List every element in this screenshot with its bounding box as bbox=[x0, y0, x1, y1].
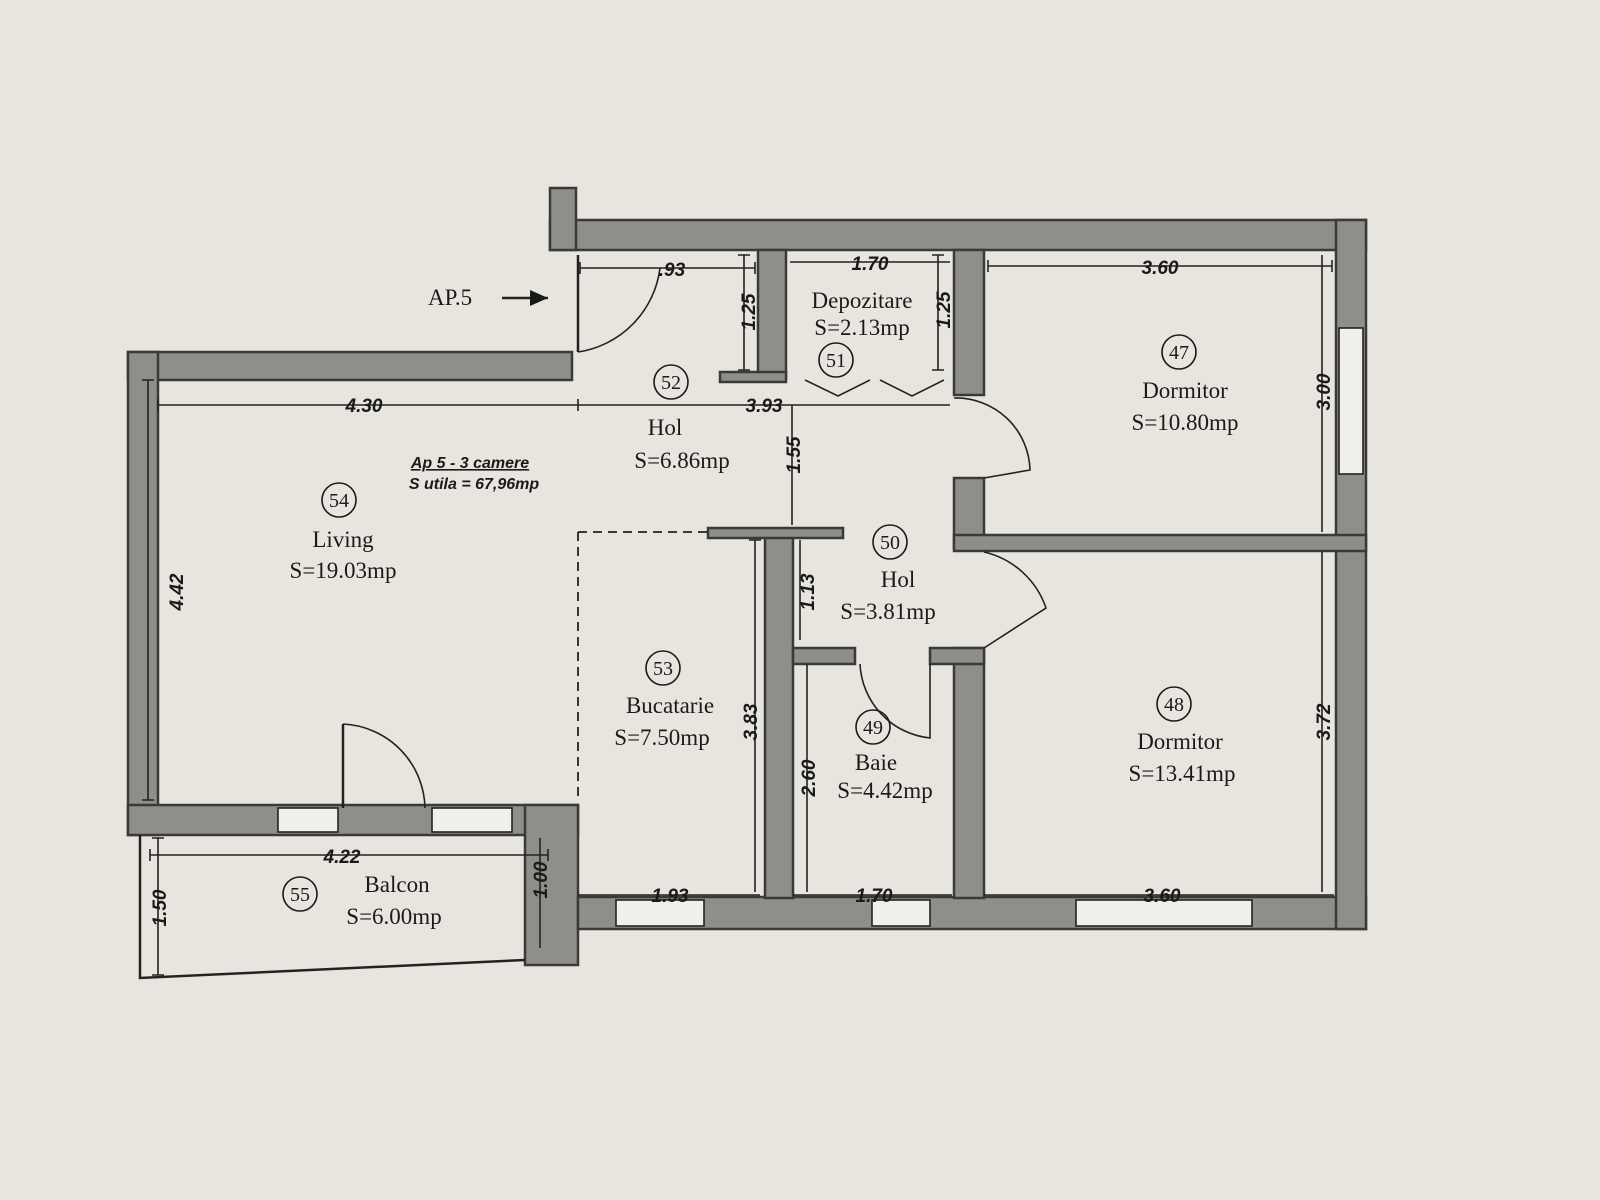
room-area-53: S=7.50mp bbox=[614, 725, 709, 750]
dim-bed48-height: 3.72 bbox=[1314, 703, 1335, 740]
wall-bath-top bbox=[791, 646, 857, 666]
dim-storage-height: 1.25 bbox=[934, 291, 955, 328]
room-marker-50 bbox=[872, 524, 908, 560]
room-area-51: S=2.13mp bbox=[814, 315, 909, 340]
wall-between-bedrooms bbox=[952, 533, 1368, 553]
room-marker-48 bbox=[1156, 686, 1192, 722]
dim-kitchen-height: 3.83 bbox=[741, 703, 762, 740]
wall-storage-ledge bbox=[718, 370, 788, 384]
dim-bath-height: 2.60 bbox=[799, 759, 820, 797]
room-area-49: S=4.42mp bbox=[837, 778, 932, 803]
room-area-48: S=13.41mp bbox=[1129, 761, 1236, 786]
window-living-1 bbox=[277, 807, 339, 833]
dim-balcony-width: 4.22 bbox=[323, 847, 361, 868]
room-number-51: 51 bbox=[826, 350, 846, 372]
entrance-arrow-icon bbox=[530, 290, 548, 306]
door-entrance-swing bbox=[577, 267, 661, 353]
wall-living-top bbox=[126, 350, 574, 382]
room-area-52: S=6.86mp bbox=[634, 448, 729, 473]
room-marker-51 bbox=[818, 342, 854, 378]
room-marker-52 bbox=[653, 364, 689, 400]
dim-hol50-height: 1.13 bbox=[798, 573, 819, 610]
dim-kitchen-width: 1.93 bbox=[652, 886, 689, 907]
windows bbox=[277, 327, 1364, 927]
wall-kitchen-top bbox=[706, 526, 845, 540]
room-number-55: 55 bbox=[290, 884, 310, 906]
balcony-outline bbox=[138, 835, 526, 980]
wall-entry-stub bbox=[548, 186, 578, 252]
wall-left bbox=[126, 350, 160, 837]
door-bed48 bbox=[983, 551, 1047, 649]
dimension-lines bbox=[142, 254, 1334, 976]
kitchen-open-boundary bbox=[577, 531, 708, 798]
room-number-49: 49 bbox=[863, 717, 883, 739]
wall-kitchen-right bbox=[763, 530, 795, 900]
entrance-label: AP.5 bbox=[428, 285, 472, 310]
dim-bed47-width: 3.60 bbox=[1142, 258, 1179, 279]
room-name-50: Hol bbox=[881, 567, 916, 592]
door-bath bbox=[859, 663, 931, 739]
room-area-47: S=10.80mp bbox=[1132, 410, 1239, 435]
dim-balcony-depth: 1.50 bbox=[150, 889, 171, 926]
dim-hol52-top-height: 1.25 bbox=[739, 293, 760, 330]
room-area-54: S=19.03mp bbox=[290, 558, 397, 583]
room-marker-54 bbox=[321, 482, 357, 518]
apartment-usable-area: S utila = 67,96mp bbox=[409, 476, 540, 493]
dimension-labels: .93 1.25 1.70 1.25 3.60 3.00 4.30 3.93 1… bbox=[150, 254, 1335, 926]
room-name-48: Dormitor bbox=[1137, 729, 1223, 754]
room-name-55: Balcon bbox=[364, 872, 430, 897]
wall-pillar bbox=[523, 803, 580, 967]
dim-bath-width: 1.70 bbox=[856, 886, 893, 907]
room-number-54: 54 bbox=[329, 490, 349, 512]
room-number-48: 48 bbox=[1164, 694, 1184, 716]
room-number-53: 53 bbox=[653, 658, 673, 680]
dim-hol52-width: 3.93 bbox=[746, 396, 783, 417]
room-number-52: 52 bbox=[661, 372, 681, 394]
room-name-51: Depozitare bbox=[812, 288, 913, 313]
doors bbox=[341, 255, 1047, 809]
room-name-54: Living bbox=[312, 527, 374, 552]
wall-bath-top-right bbox=[928, 646, 986, 666]
dim-balcony-side: 1.00 bbox=[531, 861, 552, 898]
window-bed47 bbox=[1338, 327, 1364, 475]
room-number-50: 50 bbox=[880, 532, 900, 554]
wall-right bbox=[1334, 218, 1368, 931]
room-marker-53 bbox=[645, 650, 681, 686]
door-bed47 bbox=[953, 397, 1031, 479]
dim-living-height: 4.42 bbox=[167, 573, 188, 611]
room-name-49: Baie bbox=[855, 750, 897, 775]
wall-hol-storage bbox=[756, 248, 788, 380]
wall-top bbox=[548, 218, 1368, 252]
dim-bed48-width: 3.60 bbox=[1144, 886, 1181, 907]
dim-living-width: 4.30 bbox=[345, 396, 383, 417]
room-name-47: Dormitor bbox=[1142, 378, 1228, 403]
window-living-2 bbox=[431, 807, 513, 833]
apartment-title: Ap 5 - 3 camere bbox=[410, 455, 529, 472]
dim-bed47-height: 3.00 bbox=[1314, 373, 1335, 410]
wall-storage-bed47 bbox=[952, 248, 986, 397]
room-marker-49 bbox=[855, 709, 891, 745]
room-area-50: S=3.81mp bbox=[840, 599, 935, 624]
door-balcony-swing bbox=[342, 723, 426, 809]
wall-bed48-left bbox=[952, 646, 986, 900]
room-name-53: Bucatarie bbox=[626, 693, 714, 718]
window-kitchen bbox=[615, 899, 705, 927]
window-bath bbox=[871, 899, 931, 927]
room-marker-55 bbox=[282, 876, 318, 912]
dim-storage-width: 1.70 bbox=[852, 254, 889, 275]
room-name-52: Hol bbox=[648, 415, 683, 440]
room-number-47: 47 bbox=[1169, 342, 1189, 364]
window-bed48 bbox=[1075, 899, 1253, 927]
room-area-55: S=6.00mp bbox=[346, 904, 441, 929]
dim-hol52-height: 1.55 bbox=[784, 436, 805, 473]
room-marker-47 bbox=[1161, 334, 1197, 370]
dim-hol52-top-width: .93 bbox=[659, 260, 686, 281]
door-storage-folding bbox=[804, 379, 945, 397]
